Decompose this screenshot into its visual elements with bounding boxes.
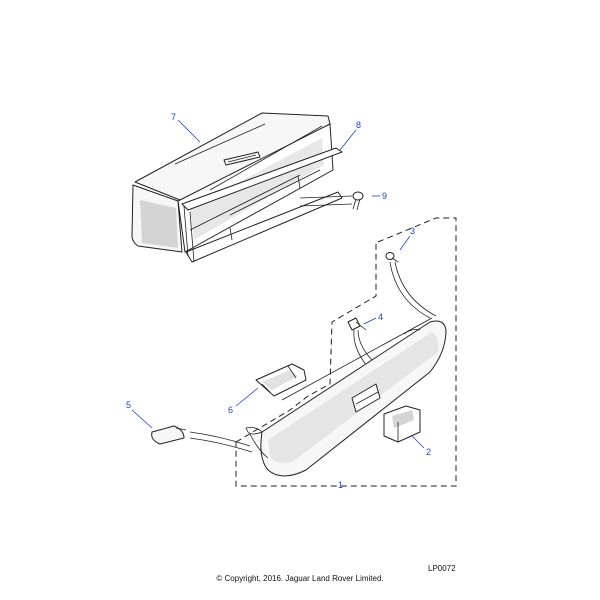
part-3-screw bbox=[385, 252, 437, 319]
part-7-housing bbox=[131, 112, 334, 253]
part-5-bumper bbox=[151, 425, 253, 453]
part-9-screw bbox=[299, 191, 364, 211]
part-6-bracket bbox=[255, 363, 307, 397]
callout-5: 5 bbox=[126, 400, 131, 410]
copyright-notice: © Copyright, 2016. Jaguar Land Rover Lim… bbox=[216, 574, 384, 583]
callout-1: 1 bbox=[338, 480, 343, 490]
callout-labels: 7 8 9 3 4 5 6 2 1 bbox=[126, 112, 431, 490]
diagram-reference-code: LP0072 bbox=[428, 564, 456, 573]
callout-8: 8 bbox=[356, 120, 361, 130]
part-8-frame bbox=[181, 147, 343, 263]
callout-leaders bbox=[131, 119, 425, 449]
callout-4: 4 bbox=[378, 312, 383, 322]
part-1-lid bbox=[245, 317, 447, 477]
callout-3: 3 bbox=[410, 226, 415, 236]
callout-2: 2 bbox=[426, 447, 431, 457]
callout-7: 7 bbox=[171, 112, 176, 122]
callout-6: 6 bbox=[228, 405, 233, 415]
part-2-latch bbox=[383, 405, 421, 443]
assembly-outline bbox=[235, 217, 457, 487]
callout-9: 9 bbox=[382, 191, 387, 201]
